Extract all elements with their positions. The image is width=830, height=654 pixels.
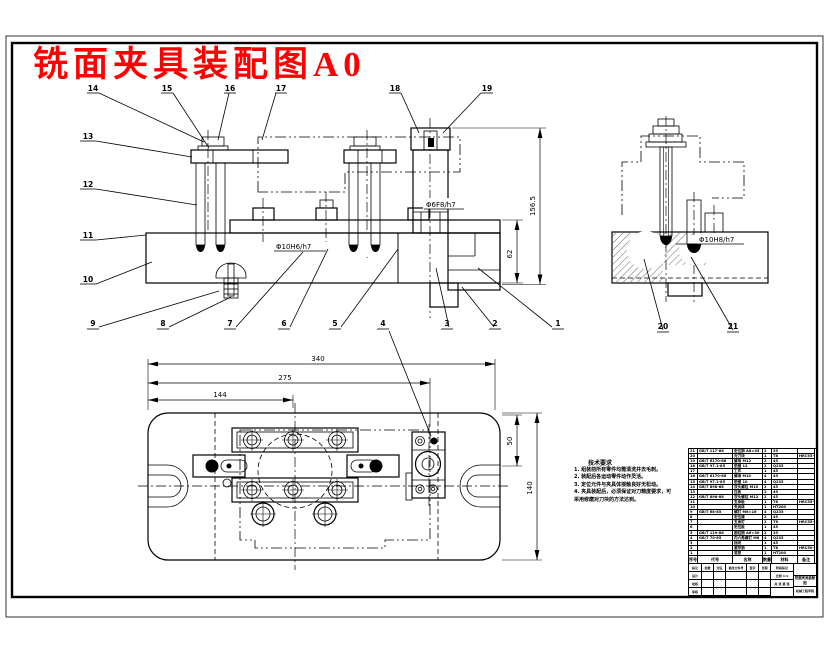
technical-notes: 技术要求 1. 组装前所有零件均需清洗并去毛刺。2. 装配后各运动零件动作灵活。… xyxy=(574,458,700,504)
dim-62: 62 xyxy=(506,250,514,259)
dim-140: 140 xyxy=(526,481,534,494)
bar-bolts xyxy=(241,429,348,501)
plan-view: 340 275 144 50 140 xyxy=(138,355,542,570)
fit-label-center: Φ10H6/h7 xyxy=(276,243,311,251)
dim-156-5: 156.5 xyxy=(529,196,537,216)
dim-340: 340 xyxy=(311,355,324,363)
front-view: Φ10H6/h7 Φ6F8/h7 62 156.5 14 15 16 17 18… xyxy=(80,84,564,437)
drawing-name: 铣面夹具装配图 xyxy=(794,575,816,587)
svg-text:16: 16 xyxy=(225,84,235,93)
dim-275: 275 xyxy=(278,374,291,382)
drawing-frame xyxy=(5,35,824,618)
svg-text:11: 11 xyxy=(83,231,93,240)
svg-text:13: 13 xyxy=(83,132,93,141)
titleblock-middle: 阶段标记 比例 1:1 共 张 第 张 xyxy=(771,564,794,596)
svg-text:5: 5 xyxy=(332,319,337,328)
drawing-title: 铣面夹具装配图A0 xyxy=(33,45,366,84)
svg-text:19: 19 xyxy=(482,84,492,93)
parts-table-header: 序号代号名称数量材料备注 xyxy=(689,555,816,564)
org-name: 机械工程学院 xyxy=(795,589,814,593)
scale-label: 比例 1:1 xyxy=(771,572,793,580)
svg-text:14: 14 xyxy=(88,84,98,93)
title-block: 标记处数分区更改文件号签字日期设计校核审核 阶段标记 比例 1:1 共 张 第 … xyxy=(688,563,817,597)
svg-text:6: 6 xyxy=(281,319,286,328)
titleblock-grid: 标记处数分区更改文件号签字日期设计校核审核 xyxy=(689,564,771,596)
svg-text:9: 9 xyxy=(90,319,95,328)
stage-label: 阶段标记 xyxy=(771,564,793,572)
svg-text:4: 4 xyxy=(380,319,385,328)
svg-text:10: 10 xyxy=(83,275,93,284)
svg-text:18: 18 xyxy=(390,84,400,93)
sheet-info: 共 张 第 张 xyxy=(771,580,793,588)
dim-50: 50 xyxy=(506,437,514,446)
svg-text:17: 17 xyxy=(276,84,286,93)
notes-lines: 1. 组装前所有零件均需清洗并去毛刺。2. 装配后各运动零件动作灵活。3. 定位… xyxy=(574,467,672,503)
fit-label-pin: Φ10H8/h7 xyxy=(699,236,734,244)
svg-text:7: 7 xyxy=(227,319,232,328)
fit-label-post: Φ6F8/h7 xyxy=(426,201,456,209)
dim-144: 144 xyxy=(213,391,227,399)
notes-heading: 技术要求 xyxy=(588,460,613,467)
titleblock-right: 铣面夹具装配图 机械工程学院 xyxy=(794,564,816,596)
svg-text:1: 1 xyxy=(555,319,560,328)
front-callouts-top: 14 15 16 17 18 19 xyxy=(87,84,493,149)
side-view: Φ10H8/h7 20 21 xyxy=(611,116,769,333)
svg-text:3: 3 xyxy=(444,319,449,328)
front-callouts-bottom: 9 8 7 6 5 4 3 2 1 xyxy=(87,248,564,437)
callout-20: 20 xyxy=(658,322,668,331)
callout-21: 21 xyxy=(728,322,738,331)
front-callouts-left: 13 12 11 10 xyxy=(80,132,198,285)
svg-text:12: 12 xyxy=(83,180,93,189)
svg-text:8: 8 xyxy=(160,319,165,328)
svg-text:2: 2 xyxy=(492,319,497,328)
svg-text:15: 15 xyxy=(162,84,172,93)
